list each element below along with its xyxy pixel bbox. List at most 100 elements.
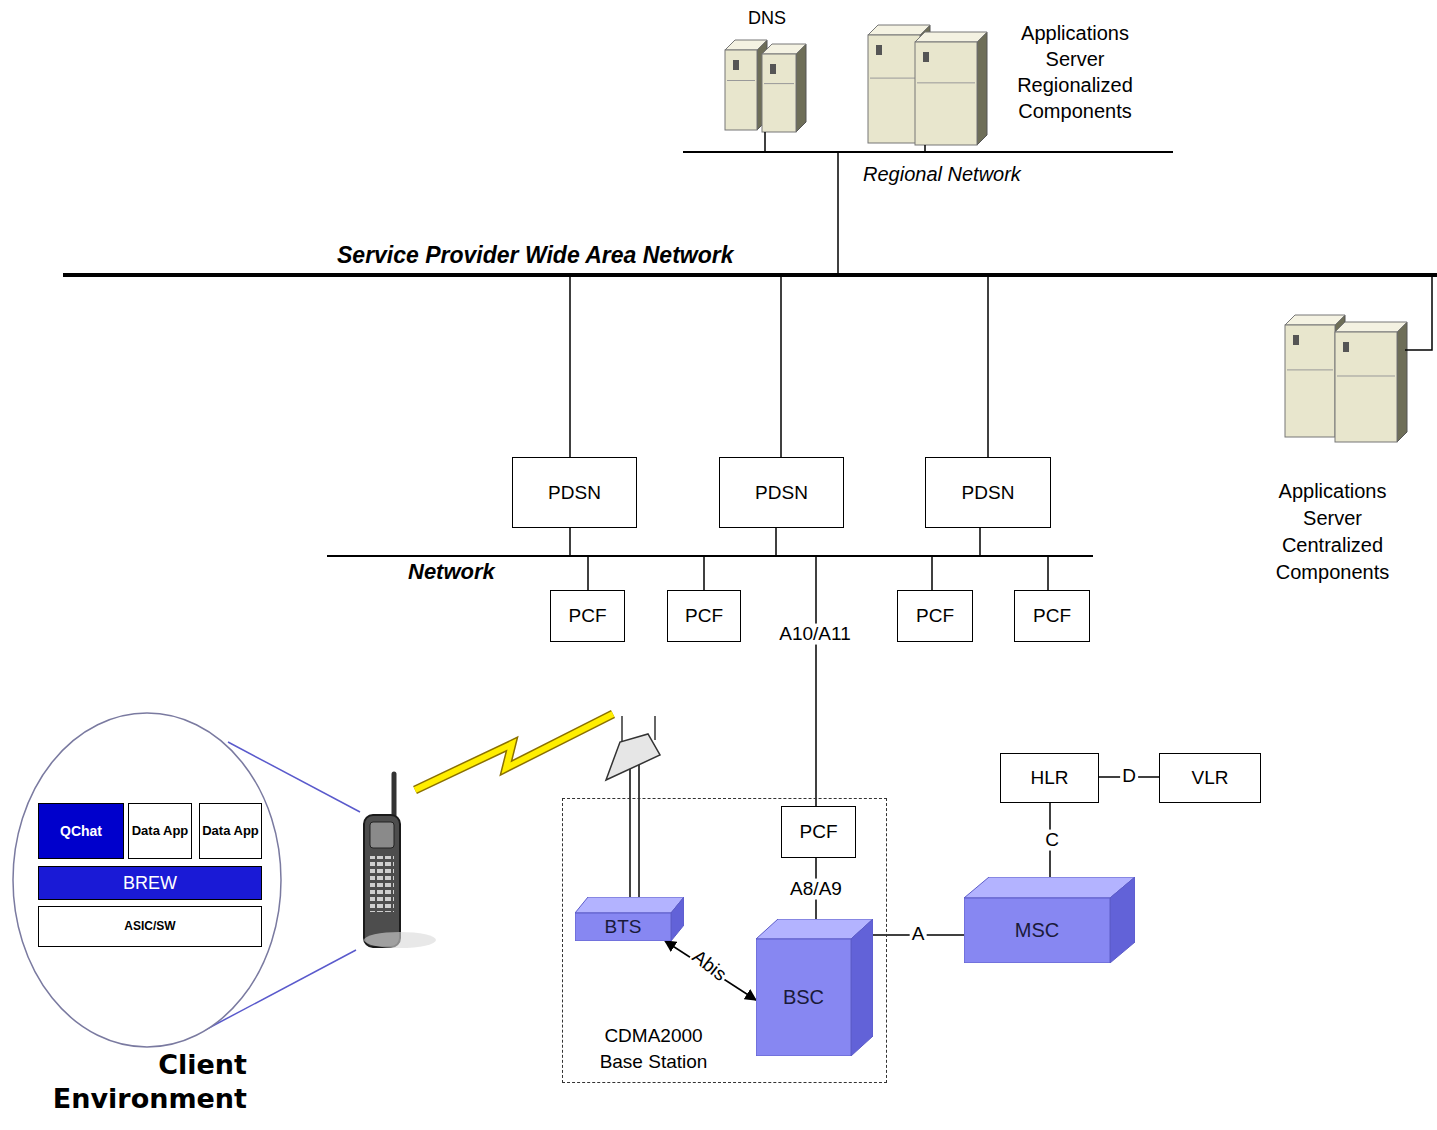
connector-label: D [1120, 766, 1138, 787]
cabinet-light [876, 45, 882, 55]
cabinet-light [1343, 342, 1349, 352]
connector [931, 557, 933, 590]
node-label: PCF [685, 605, 723, 627]
node-label: Applications Server Centralized Componen… [1255, 478, 1410, 586]
node-label: CDMA2000 Base Station [591, 1023, 716, 1075]
connector-label: A8/A9 [788, 879, 844, 900]
process-box: PDSN [512, 457, 637, 528]
node-label: Client Environment [12, 1048, 247, 1116]
node-label: BREW [123, 873, 177, 894]
node-label: PDSN [548, 482, 601, 504]
cube-side [671, 897, 684, 941]
connector [587, 557, 589, 590]
node-label: VLR [1192, 767, 1229, 789]
node-label: Data App [132, 824, 189, 839]
cabinet-front [762, 54, 796, 132]
ellipse-shape [13, 713, 281, 1047]
connector-label: Abis [686, 945, 731, 987]
node-label: Applications Server Regionalized Compone… [1000, 20, 1150, 124]
node-label: PCF [916, 605, 954, 627]
node-label: BTS [575, 913, 671, 941]
cube-side [1110, 877, 1135, 963]
cabinet-front [1335, 332, 1397, 442]
antenna-element [654, 716, 656, 740]
cabinet-front [1285, 325, 1335, 437]
cabinet-seam [917, 82, 975, 83]
cabinet-top [762, 44, 806, 54]
cabinet-side [1397, 322, 1407, 442]
process-box: PCF [897, 590, 973, 642]
phone-body [364, 815, 400, 947]
cabinet-seam [870, 78, 918, 79]
cabinet-seam [727, 80, 755, 81]
node-label: PCF [1033, 605, 1071, 627]
software-block: QChat [38, 803, 124, 859]
cabinet-front [725, 50, 757, 130]
server-cabinet [725, 40, 767, 130]
cabinet-seam [764, 83, 794, 84]
server-cabinet [1335, 322, 1407, 442]
process-box: PDSN [925, 457, 1051, 528]
cabinet-top [868, 25, 930, 35]
process-box: VLR [1159, 753, 1261, 803]
connector [815, 557, 817, 806]
software-block: BREW [38, 866, 262, 900]
server-icon: DNS [722, 8, 812, 132]
cabinet-light [923, 52, 929, 62]
cube-top [575, 897, 684, 913]
connector-label: A10/A11 [777, 624, 852, 645]
network-bus: Service Provider Wide Area Network [63, 273, 1437, 277]
node-label: MSC [964, 898, 1110, 963]
connector [764, 132, 766, 151]
phone-screen [370, 822, 394, 848]
equipment-cube: MSC [964, 877, 1135, 963]
cube-front [575, 913, 671, 941]
node-label: ASIC/SW [124, 920, 175, 934]
connector [987, 277, 989, 457]
connector [1405, 277, 1432, 350]
cabinet-top [725, 40, 767, 50]
node-label: PCF [800, 821, 838, 843]
process-box: PCF [550, 590, 625, 642]
equipment-cube: BTS [575, 897, 684, 941]
node-label: BSC [756, 939, 851, 1056]
process-box: HLR [1000, 753, 1099, 803]
equipment-cube: BSC [756, 919, 873, 1056]
phone-antenna [392, 774, 397, 820]
connector [780, 277, 782, 457]
cube-side [851, 919, 873, 1056]
cabinet-front [868, 35, 920, 143]
cabinet-light [770, 64, 776, 74]
server-cabinet [915, 32, 987, 145]
cube-top [964, 877, 1135, 898]
network-bus: Network [327, 555, 1093, 557]
cube-front [756, 939, 851, 1056]
process-box: PCF [667, 590, 741, 642]
network-bus: Regional Network [683, 151, 1173, 153]
software-block: Data App [128, 803, 192, 859]
mobile-phone [364, 774, 436, 948]
antenna-element [621, 716, 623, 742]
process-box: PCF [781, 806, 856, 858]
connector [569, 277, 571, 457]
node-label: Network [408, 559, 495, 585]
server-icon: Applications Server Centralized Componen… [1255, 310, 1405, 590]
connector [1047, 557, 1049, 590]
phone-keypad [370, 856, 394, 912]
node-label: HLR [1030, 767, 1068, 789]
cabinet-top [1285, 315, 1345, 325]
node-label: Regional Network [863, 162, 1021, 186]
client-bubble: Client EnvironmentQChatData AppData AppB… [12, 712, 282, 1048]
antenna [606, 716, 660, 898]
antenna-head [606, 734, 660, 780]
node-label: PCF [569, 605, 607, 627]
node-label: PDSN [755, 482, 808, 504]
process-box: PCF [1014, 590, 1090, 642]
cabinet-front [915, 42, 977, 145]
mast [638, 760, 640, 898]
base-station-group: CDMA2000 Base Station PCF BTS BSC [562, 798, 887, 1083]
cabinet-light [733, 60, 739, 70]
radio-link-outline [415, 714, 613, 790]
node-label: QChat [60, 823, 102, 839]
